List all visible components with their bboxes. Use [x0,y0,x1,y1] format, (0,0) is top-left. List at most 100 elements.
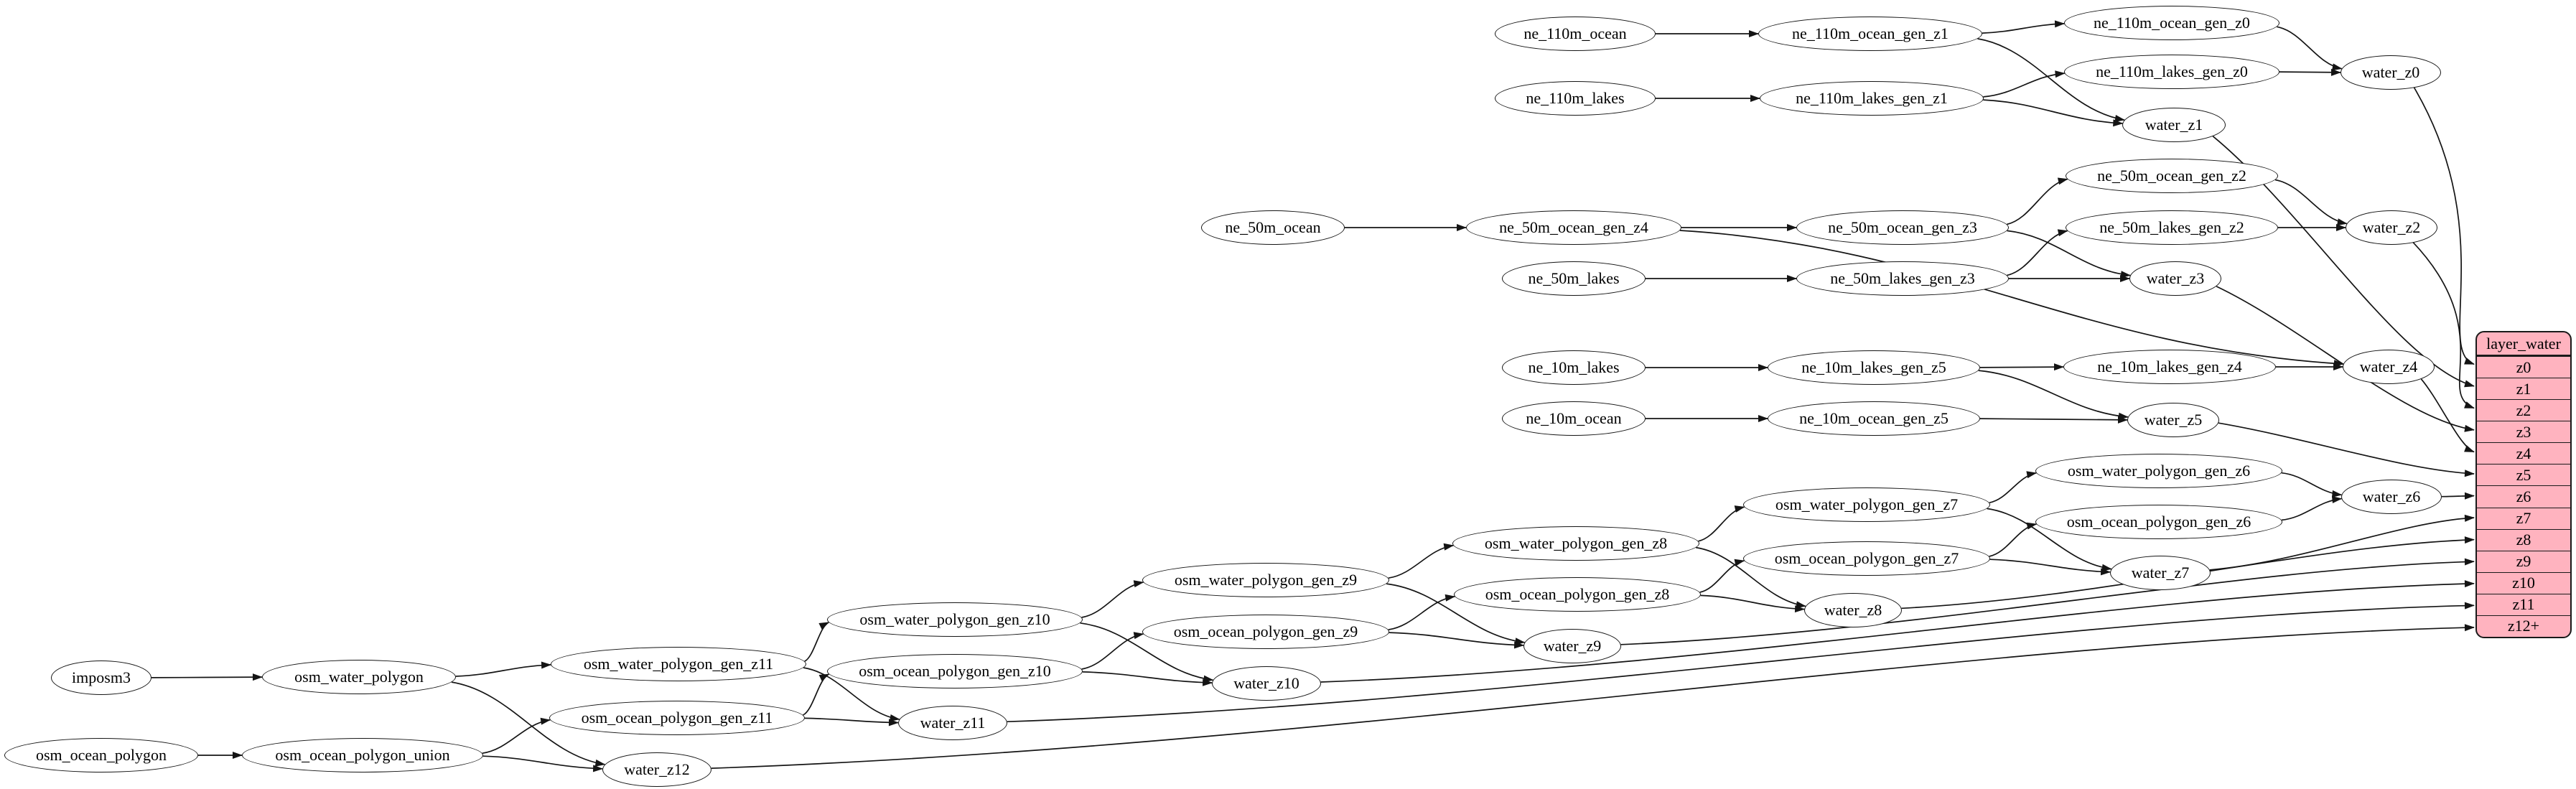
edge-ne_10m_lakes_gen_z5--water_z5 [1978,370,2129,420]
edge-osm_water_polygon_gen_z11--osm_water_polygon_gen_z10 [804,622,830,662]
table-row-z7: z7 [2477,507,2570,529]
node-ne_110m_ocean: ne_110m_ocean [1495,17,1656,51]
edge-water_z9--layer_water-z9 [1620,558,2475,645]
node-water_z10: water_z10 [1212,666,1321,701]
node-ne_50m_lakes_gen_z3: ne_50m_lakes_gen_z3 [1796,261,2009,296]
edge-osm_water_polygon_gen_z7--osm_water_polygon_gen_z6 [1989,471,2038,504]
node-ne_110m_lakes: ne_110m_lakes [1495,81,1656,116]
edge-ne_50m_ocean_gen_z3--water_z3 [2007,230,2132,279]
node-osm_ocean_polygon: osm_ocean_polygon [4,738,198,772]
node-ne_10m_ocean: ne_10m_ocean [1502,401,1646,436]
table-row-z12+: z12+ [2477,615,2570,637]
node-osm_water_polygon: osm_water_polygon [262,660,456,694]
edge-osm_ocean_polygon_gen_z10--water_z10 [1082,671,1213,686]
node-water_z5: water_z5 [2127,403,2219,437]
edge-osm_water_polygon_gen_z10--water_z10 [1080,622,1214,683]
edge-imposm3--osm_water_polygon [151,673,263,681]
node-water_z8: water_z8 [1804,593,1902,627]
edge-water_z6--layer_water-z6 [2441,492,2475,500]
table-row-z4: z4 [2477,442,2570,464]
edge-osm_water_polygon_gen_z6--water_z6 [2281,472,2343,498]
table-row-z3: z3 [2477,421,2570,442]
node-ne_50m_lakes: ne_50m_lakes [1502,261,1646,296]
edge-ne_110m_ocean_gen_z1--water_z1 [1977,38,2125,122]
edge-osm_ocean_polygon_gen_z11--water_z11 [804,717,899,727]
node-ne_110m_ocean_gen_z0: ne_110m_ocean_gen_z0 [2064,6,2279,40]
node-ne_110m_lakes_gen_z1: ne_110m_lakes_gen_z1 [1760,81,1984,116]
table-row-z2: z2 [2477,399,2570,421]
edge-osm_ocean_polygon_gen_z9--water_z9 [1389,632,1525,649]
edge-osm_ocean_polygon_union--osm_ocean_polygon_gen_z11 [482,717,551,755]
node-ne_50m_ocean_gen_z4: ne_50m_ocean_gen_z4 [1466,210,1681,245]
edge-ne_110m_lakes_gen_z1--ne_110m_lakes_gen_z0 [1983,70,2066,98]
node-water_z0: water_z0 [2341,55,2441,90]
node-water_z4: water_z4 [2343,350,2435,384]
node-ne_50m_ocean_gen_z2: ne_50m_ocean_gen_z2 [2066,159,2278,193]
node-osm_water_polygon_gen_z6: osm_water_polygon_gen_z6 [2035,454,2282,488]
edge-osm_water_polygon_gen_z8--water_z8 [1696,546,1806,609]
edge-ne_50m_ocean_gen_z2--water_z2 [2274,179,2348,226]
table-row-z9: z9 [2477,550,2570,572]
table-row-z1: z1 [2477,378,2570,399]
edge-water_z4--layer_water-z4 [2420,378,2475,453]
node-water_z12: water_z12 [602,752,711,787]
node-water_z9: water_z9 [1523,629,1621,663]
node-osm_ocean_polygon_union: osm_ocean_polygon_union [242,738,483,772]
edge-osm_ocean_polygon_gen_z8--osm_ocean_polygon_gen_z7 [1699,559,1745,593]
node-osm_water_polygon_gen_z8: osm_water_polygon_gen_z8 [1452,526,1699,561]
edge-osm_ocean_polygon_gen_z7--osm_ocean_polygon_gen_z6 [1989,522,2038,557]
edge-osm_water_polygon--water_z12 [451,681,606,767]
edge-water_z0--layer_water-z0 [2412,85,2475,365]
edge-ne_110m_ocean_gen_z0--water_z0 [2277,26,2343,71]
table-row-z10: z10 [2477,571,2570,594]
table-row-z8: z8 [2477,528,2570,551]
edge-ne_10m_ocean_gen_z5--water_z5 [1979,416,2128,424]
edge-water_z11--layer_water-z11 [1007,602,2475,723]
edge-osm_water_polygon_gen_z8--osm_water_polygon_gen_z7 [1698,505,1745,542]
edge-osm_water_polygon_gen_z9--water_z9 [1386,583,1526,645]
node-water_z11: water_z11 [898,706,1007,740]
edge-osm_water_polygon_gen_z11--water_z11 [803,667,900,722]
node-water_z3: water_z3 [2129,261,2221,296]
node-water_z7: water_z7 [2110,556,2211,590]
edge-ne_110m_lakes_gen_z1--water_z1 [1983,99,2124,127]
node-osm_ocean_polygon_gen_z7: osm_ocean_polygon_gen_z7 [1743,541,1990,576]
node-ne_50m_ocean: ne_50m_ocean [1201,210,1345,245]
node-imposm3: imposm3 [51,660,151,695]
edge-ne_50m_lakes_gen_z3--ne_50m_lakes_gen_z2 [2007,229,2068,276]
node-osm_ocean_polygon_gen_z6: osm_ocean_polygon_gen_z6 [2035,505,2282,539]
node-ne_10m_lakes: ne_10m_lakes [1502,350,1646,385]
edge-osm_ocean_polygon_gen_z9--osm_ocean_polygon_gen_z8 [1388,594,1456,630]
table-row-z5: z5 [2477,464,2570,485]
edge-ne_50m_ocean_gen_z4--water_z4 [1679,230,2344,368]
node-osm_water_polygon_gen_z10: osm_water_polygon_gen_z10 [827,602,1083,637]
node-ne_10m_ocean_gen_z5: ne_10m_ocean_gen_z5 [1768,401,1980,436]
table-title: layer_water [2477,332,2570,356]
edge-water_z10--layer_water-z10 [1320,580,2475,683]
edge-ne_10m_lakes_gen_z5--ne_10m_lakes_gen_z4 [1979,363,2064,371]
node-ne_10m_lakes_gen_z5: ne_10m_lakes_gen_z5 [1768,350,1980,385]
node-osm_ocean_polygon_gen_z11: osm_ocean_polygon_gen_z11 [549,701,805,735]
edge-osm_water_polygon_gen_z9--osm_water_polygon_gen_z8 [1388,543,1455,579]
edge-osm_ocean_polygon_gen_z7--water_z7 [1989,559,2111,576]
node-water_z6: water_z6 [2341,480,2442,514]
edge-osm_water_polygon--osm_water_polygon_gen_z11 [455,661,552,677]
edge-water_z12--layer_water-z12+ [711,624,2475,769]
node-osm_ocean_polygon_gen_z9: osm_ocean_polygon_gen_z9 [1142,615,1389,649]
node-osm_water_polygon_gen_z9: osm_water_polygon_gen_z9 [1142,563,1389,597]
edge-osm_ocean_polygon_gen_z10--osm_ocean_polygon_gen_z9 [1081,632,1144,670]
node-ne_10m_lakes_gen_z4: ne_10m_lakes_gen_z4 [2063,350,2276,384]
node-ne_50m_ocean_gen_z3: ne_50m_ocean_gen_z3 [1796,210,2009,245]
table-row-z11: z11 [2477,593,2570,615]
node-osm_ocean_polygon_gen_z8: osm_ocean_polygon_gen_z8 [1454,577,1701,612]
edge-osm_ocean_polygon_union--water_z12 [482,755,604,772]
edge-water_z5--layer_water-z5 [2218,422,2475,477]
node-osm_water_polygon_gen_z7: osm_water_polygon_gen_z7 [1743,487,1990,522]
edge-ne_50m_ocean_gen_z3--ne_50m_ocean_gen_z2 [2007,177,2068,225]
edge-osm_ocean_polygon_gen_z6--water_z6 [2281,496,2343,521]
table-row-z6: z6 [2477,485,2570,507]
node-ne_110m_lakes_gen_z0: ne_110m_lakes_gen_z0 [2064,55,2279,89]
